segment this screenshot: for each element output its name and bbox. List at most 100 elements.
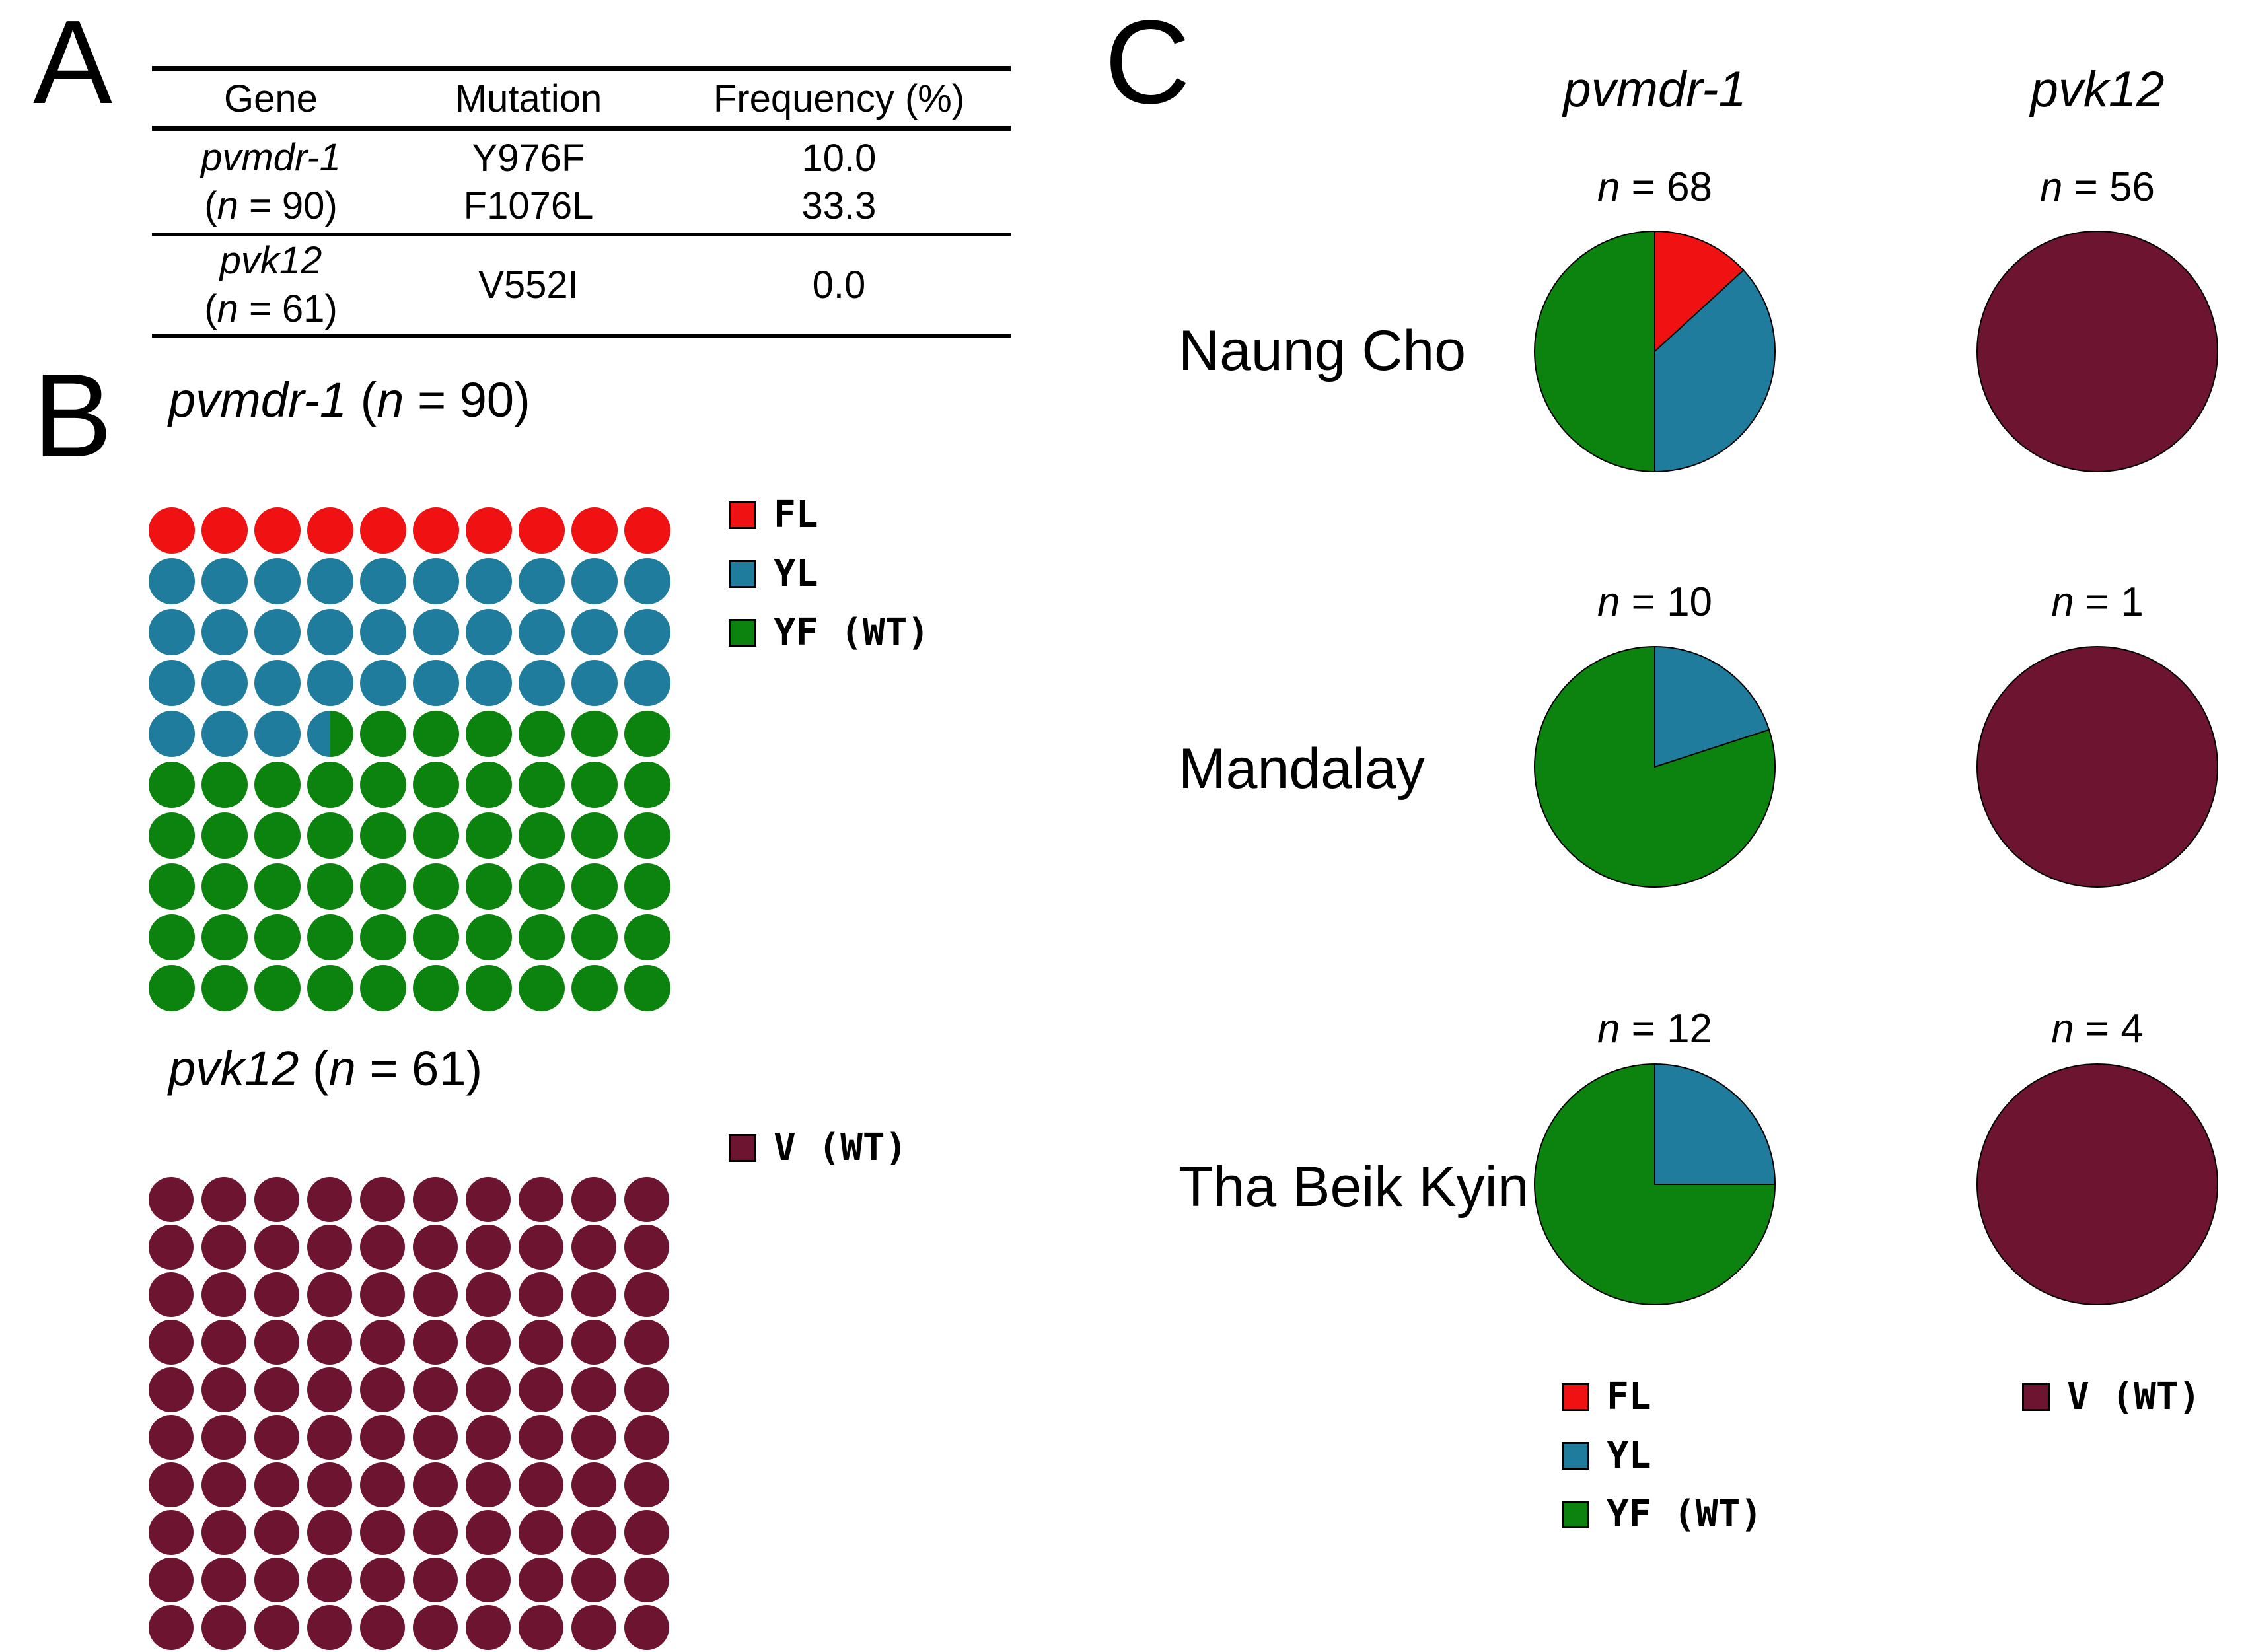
waffle-cell [254, 1367, 299, 1412]
waffle-cell [360, 965, 406, 1011]
waffle-cell [201, 711, 248, 757]
waffle-cell [466, 762, 512, 808]
waffle-cell [149, 812, 195, 859]
pie-chart-naungcho-pvk12 [1975, 229, 2220, 474]
waffle-cell [307, 609, 353, 655]
n-label-naungcho-pvmdr1: n = 68 [1597, 164, 1713, 210]
waffle-cell [360, 558, 406, 604]
waffle-cell [307, 1462, 352, 1507]
waffle-cell [413, 1272, 458, 1317]
waffle-cell [413, 558, 459, 604]
waffle-cell [466, 1605, 511, 1650]
waffle-cell [307, 1367, 352, 1412]
pie-slice-YF (WT) [1534, 645, 1776, 888]
pie-chart-mandalay-pvk12 [1975, 645, 2220, 889]
waffle-cell [360, 1320, 405, 1365]
waffle-cell [519, 1558, 563, 1602]
waffle-cell [466, 1558, 511, 1602]
waffle-cell [360, 1558, 405, 1602]
waffle-cell [149, 609, 195, 655]
waffle-cell [201, 1462, 246, 1507]
gene-n: (n = 90) [204, 184, 338, 227]
waffle-cell [413, 609, 459, 655]
waffle-cell [624, 863, 670, 910]
legend-item-YF: YF (WT) [1562, 1493, 1762, 1536]
table-header-row: Gene Mutation Frequency (%) [152, 71, 1011, 131]
waffle-cell [413, 1605, 458, 1650]
waffle-cell [149, 1558, 194, 1602]
waffle-cell [571, 609, 618, 655]
table-cell-mutation: Y976F [472, 136, 585, 180]
n-label-naungcho-pvk12: n = 56 [2039, 164, 2155, 210]
waffle-cell [149, 1225, 194, 1270]
legend-label: YF (WT) [774, 611, 930, 654]
waffle-cell [360, 507, 406, 554]
waffle-cell [307, 1510, 352, 1555]
waffle-cell [254, 1272, 299, 1317]
legend-swatch-YL [1562, 1441, 1589, 1470]
waffle-chart-pvk12 [149, 1177, 669, 1650]
waffle-cell [149, 660, 195, 706]
waffle-cell [201, 1605, 246, 1650]
waffle-pvk12-legend: V (WT) [729, 1126, 907, 1169]
waffle-cell [254, 762, 301, 808]
legend-swatch-YF [729, 618, 756, 647]
mutation-frequency-table: Gene Mutation Frequency (%) pvmdr-1 (n =… [152, 66, 1011, 338]
waffle-cell [360, 812, 406, 859]
pie-slice-V (WT) [1976, 646, 2218, 888]
waffle-cell [519, 863, 565, 910]
waffle-cell [624, 914, 670, 960]
waffle-cell [519, 1320, 563, 1365]
pie-slice-YL [1654, 645, 1770, 768]
pie-chart-thabeikkyin-pvmdr1 [1533, 1062, 1777, 1307]
waffle-cell [519, 1177, 563, 1222]
waffle-cell [201, 660, 248, 706]
table-cell-frequency: 0.0 [812, 263, 866, 306]
waffle-cell [519, 711, 565, 757]
legend-swatch-YL [729, 559, 756, 588]
waffle-cell [571, 965, 618, 1011]
waffle-cell [149, 762, 195, 808]
waffle-cell [571, 660, 618, 706]
waffle-cell [307, 1225, 352, 1270]
waffle-cell [624, 1367, 669, 1412]
waffle-cell [360, 711, 406, 757]
waffle-cell [201, 1177, 246, 1222]
waffle-cell [254, 1558, 299, 1602]
waffle-cell [413, 1462, 458, 1507]
legend-label: FL [774, 493, 818, 536]
waffle-cell [307, 762, 353, 808]
table-cell-gene-pvk12: pvk12 (n = 61) [152, 238, 390, 331]
waffle-cell [413, 1558, 458, 1602]
site-label-tha-beik-kyin: Tha Beik Kyin [1178, 1155, 1529, 1219]
legend-item-V: V (WT) [2022, 1375, 2200, 1418]
waffle-cell [571, 863, 618, 910]
gene-n: (n = 61) [204, 287, 338, 330]
waffle-cell [624, 1177, 669, 1222]
waffle-cell [149, 1605, 194, 1650]
waffle-cell [254, 558, 301, 604]
waffle-cell [413, 1225, 458, 1270]
panel-b-letter: B [33, 349, 113, 482]
waffle-cell [466, 1272, 511, 1317]
legend-swatch-FL [729, 501, 756, 529]
legend-item-V: V (WT) [729, 1126, 907, 1169]
waffle-cell [254, 1225, 299, 1270]
waffle-cell [624, 965, 670, 1011]
waffle-cell [571, 711, 618, 757]
table-header-mutation: Mutation [454, 77, 602, 120]
table-cell-frequency: 33.3 [801, 184, 877, 227]
waffle-cell [254, 711, 301, 757]
waffle-cell [413, 1415, 458, 1460]
panel-a-letter: A [33, 0, 113, 129]
waffle-cell [466, 507, 512, 554]
waffle-cell [149, 914, 195, 960]
waffle-cell [254, 1462, 299, 1507]
waffle-cell [254, 609, 301, 655]
waffle-cell [360, 762, 406, 808]
waffle-cell [254, 914, 301, 960]
waffle-cell [360, 1605, 405, 1650]
waffle-cell [519, 558, 565, 604]
waffle-cell [571, 1367, 616, 1412]
legend-label: YL [1607, 1434, 1651, 1477]
